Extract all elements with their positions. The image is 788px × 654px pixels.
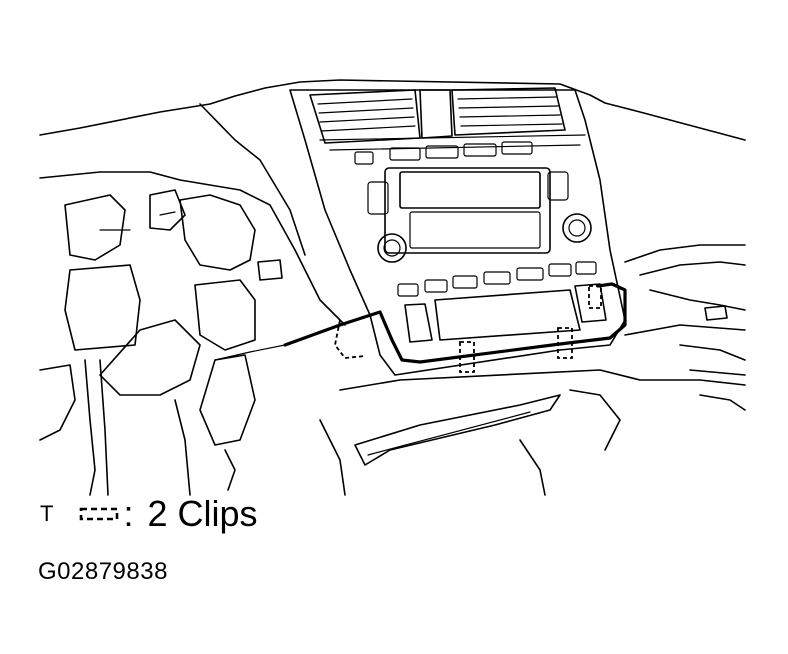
clip-right-icon (557, 327, 573, 359)
climate-panel (397, 261, 607, 343)
lower-dashboard (319, 369, 746, 496)
steering-column-area (39, 189, 283, 496)
passenger-side-area (624, 244, 746, 411)
center-console (289, 89, 626, 376)
legend-marker: T (40, 501, 54, 526)
audio-display-unit (367, 167, 592, 263)
legend-text: 2 Clips (147, 493, 258, 534)
dashed-clip-icon (80, 507, 119, 521)
top-button-row (354, 141, 533, 165)
clip-left-icon (334, 319, 366, 359)
figure-id: G02879838 (38, 558, 168, 585)
clip-top-right-icon (588, 285, 602, 309)
dashboard-outline (39, 79, 746, 326)
wire-harness (214, 282, 627, 364)
legend: T : 2 Clips (40, 492, 258, 536)
legend-separator: : (123, 493, 134, 534)
clip-center-icon (459, 341, 475, 373)
air-vents (309, 87, 566, 144)
clip-markers (334, 285, 602, 373)
